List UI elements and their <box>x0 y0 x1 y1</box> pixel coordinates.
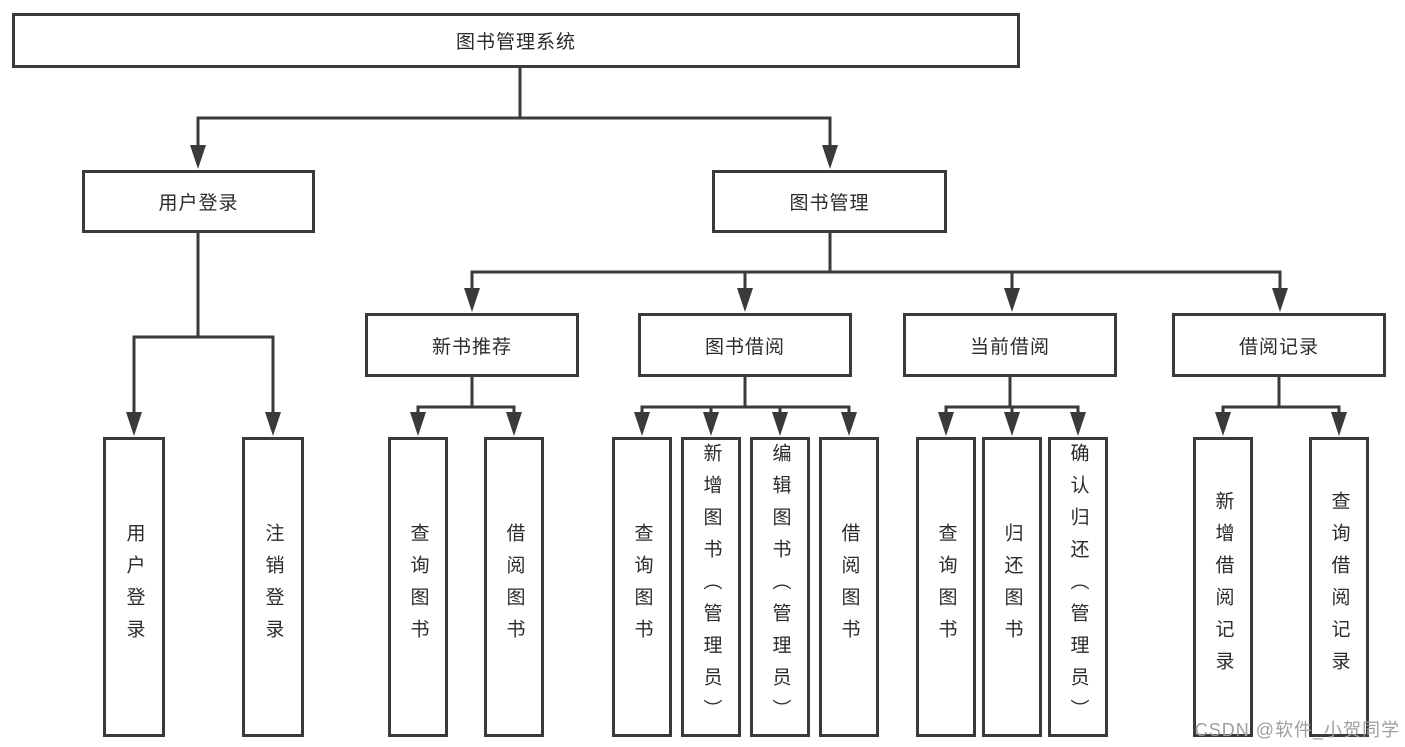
node-root-system: 图书管理系统 <box>12 13 1020 68</box>
leaf-bb-edit-books-admin: 编辑图书（管理员） <box>750 437 810 737</box>
connector-new-book-recommend-children <box>410 375 522 436</box>
leaf-logout: 注销登录 <box>242 437 304 737</box>
leaf-cb-confirm-return-admin: 确认归还（管理员） <box>1048 437 1108 737</box>
arrow-down-icon <box>703 412 719 436</box>
leaf-br-add-record: 新增借阅记录 <box>1193 437 1253 737</box>
arrow-down-icon <box>1331 412 1347 436</box>
arrow-down-icon <box>1004 288 1020 312</box>
arrow-down-icon <box>822 145 838 169</box>
node-book-management: 图书管理 <box>712 170 947 233</box>
node-borrowing-records: 借阅记录 <box>1172 313 1386 377</box>
node-current-borrowing: 当前借阅 <box>903 313 1117 377</box>
leaf-br-query-record: 查询借阅记录 <box>1309 437 1369 737</box>
arrow-down-icon <box>464 288 480 312</box>
arrow-down-icon <box>190 145 206 169</box>
arrow-down-icon <box>938 412 954 436</box>
arrow-down-icon <box>1004 412 1020 436</box>
leaf-label: 借阅图书 <box>838 523 860 651</box>
connector-book-management-children <box>464 231 1288 312</box>
arrow-down-icon <box>506 412 522 436</box>
leaf-bb-query-books: 查询图书 <box>612 437 672 737</box>
leaf-label: 归还图书 <box>1001 523 1023 651</box>
leaf-user-login: 用户登录 <box>103 437 165 737</box>
leaf-nbr-borrow-books: 借阅图书 <box>484 437 544 737</box>
arrow-down-icon <box>126 412 142 436</box>
leaf-label: 注销登录 <box>262 523 284 651</box>
arrow-down-icon <box>410 412 426 436</box>
connector-user-login-children <box>126 231 281 436</box>
arrow-down-icon <box>841 412 857 436</box>
connector-root-to-level2 <box>190 66 838 169</box>
leaf-label: 查询图书 <box>935 523 957 651</box>
arrow-down-icon <box>265 412 281 436</box>
csdn-watermark: CSDN @软件_小贺同学 <box>1194 720 1400 740</box>
leaf-cb-query-books: 查询图书 <box>916 437 976 737</box>
connector-book-borrowing-children <box>634 375 857 436</box>
node-new-book-recommend: 新书推荐 <box>365 313 579 377</box>
leaf-label: 新增借阅记录 <box>1212 491 1234 683</box>
node-user-login: 用户登录 <box>82 170 315 233</box>
leaf-label: 查询图书 <box>631 523 653 651</box>
leaf-label: 新增图书（管理员） <box>700 443 722 731</box>
leaf-nbr-query-books: 查询图书 <box>388 437 448 737</box>
connector-current-borrowing-children <box>938 375 1086 436</box>
node-book-borrowing: 图书借阅 <box>638 313 852 377</box>
leaf-label: 查询借阅记录 <box>1328 491 1350 683</box>
leaf-cb-return-books: 归还图书 <box>982 437 1042 737</box>
leaf-label: 用户登录 <box>123 523 145 651</box>
arrow-down-icon <box>634 412 650 436</box>
leaf-bb-borrow-books: 借阅图书 <box>819 437 879 737</box>
arrow-down-icon <box>1070 412 1086 436</box>
leaf-label: 确认归还（管理员） <box>1067 443 1089 731</box>
leaf-label: 编辑图书（管理员） <box>769 443 791 731</box>
arrow-down-icon <box>772 412 788 436</box>
arrow-down-icon <box>737 288 753 312</box>
leaf-label: 借阅图书 <box>503 523 525 651</box>
leaf-label: 查询图书 <box>407 523 429 651</box>
arrow-down-icon <box>1215 412 1231 436</box>
leaf-bb-add-books-admin: 新增图书（管理员） <box>681 437 741 737</box>
connector-borrowing-records-children <box>1215 375 1347 436</box>
arrow-down-icon <box>1272 288 1288 312</box>
